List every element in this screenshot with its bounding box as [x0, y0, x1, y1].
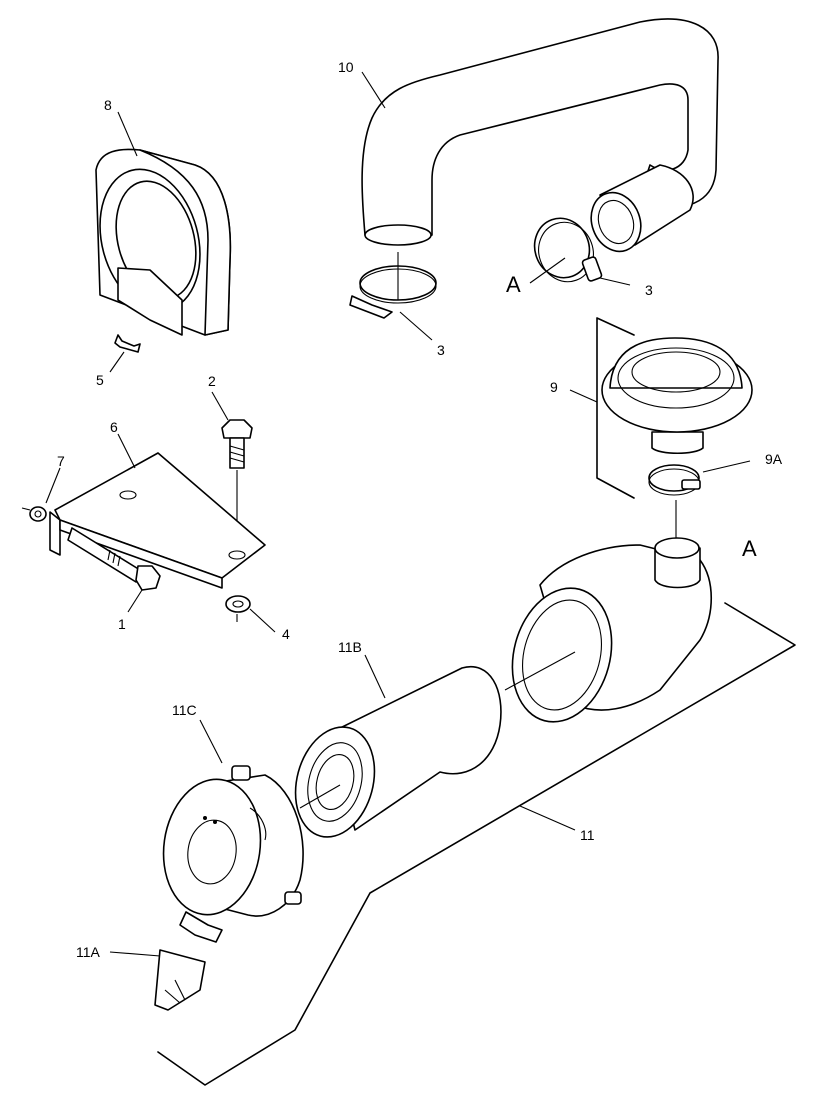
- hose-clamp-right: [533, 217, 603, 283]
- air-inlet-hose: [361, 18, 719, 253]
- callout-8: 8: [104, 97, 112, 113]
- callout-9: 9: [550, 379, 558, 395]
- callout-10: 10: [338, 59, 354, 75]
- mounting-plate: [49, 452, 266, 589]
- callout-11b: 11B: [338, 639, 362, 655]
- callout-11: 11: [580, 827, 595, 843]
- callout-3-upper: 3: [645, 282, 653, 298]
- callout-a-lower: A: [742, 536, 757, 561]
- rain-cap-clamp: [648, 464, 701, 540]
- callout-2: 2: [208, 373, 216, 389]
- callout-4: 4: [282, 626, 290, 642]
- leader-lines: [45, 71, 751, 957]
- dust-valve: [154, 949, 206, 1011]
- hex-bolt: [67, 527, 161, 591]
- callout-1: 1: [118, 616, 126, 632]
- callout-a-upper: A: [506, 272, 521, 297]
- retaining-clip: [114, 334, 141, 353]
- callout-7: 7: [57, 453, 65, 469]
- rain-cap: [596, 317, 753, 499]
- callout-11c: 11C: [172, 702, 197, 718]
- callout-9a: 9A: [765, 451, 783, 467]
- air-cleaner-cover: [162, 765, 304, 943]
- filter-element: [294, 665, 502, 838]
- callout-5: 5: [96, 372, 104, 388]
- flange-bolt: [221, 419, 253, 540]
- callout-3-lower: 3: [437, 342, 445, 358]
- hose-clamp-left: [349, 252, 437, 319]
- mounting-band-bracket: [95, 148, 232, 336]
- callout-6: 6: [110, 419, 118, 435]
- lock-washer: [225, 595, 251, 622]
- air-cleaner-housing: [157, 537, 796, 1086]
- flat-washer-left: [21, 506, 47, 522]
- callout-11a: 11A: [76, 944, 100, 960]
